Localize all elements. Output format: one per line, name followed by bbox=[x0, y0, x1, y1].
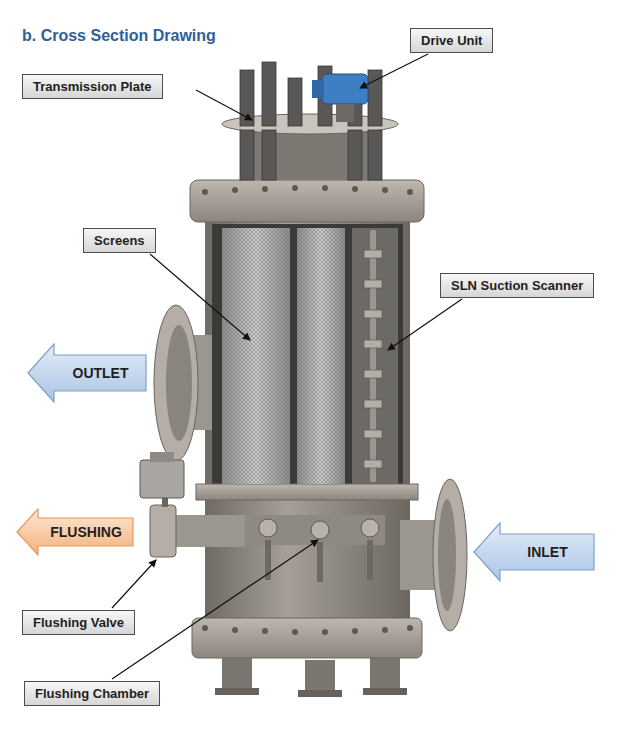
callout-label: SLN Suction Scanner bbox=[451, 278, 583, 293]
flow-label: FLUSHING bbox=[50, 524, 122, 540]
callout-label: Flushing Chamber bbox=[35, 686, 149, 701]
callout-box: Flushing Valve bbox=[22, 610, 135, 635]
legs bbox=[215, 655, 407, 697]
callout-label: Screens bbox=[94, 233, 145, 248]
flow-arrow: FLUSHING bbox=[16, 508, 134, 556]
suction-scanner bbox=[364, 230, 382, 482]
leader-line bbox=[360, 54, 428, 88]
inlet-pipe bbox=[400, 479, 467, 631]
vessel-body bbox=[192, 215, 422, 658]
drive-motor bbox=[312, 74, 368, 122]
flow-arrow: OUTLET bbox=[27, 343, 147, 403]
leader-line bbox=[150, 254, 250, 340]
callout-box: Flushing Chamber bbox=[24, 681, 160, 706]
leader-line bbox=[196, 90, 252, 120]
flushing-chamber bbox=[245, 515, 385, 582]
actuators bbox=[240, 62, 382, 180]
arrow-outline bbox=[474, 523, 594, 581]
callout-label: Drive Unit bbox=[421, 33, 482, 48]
outlet-pipe bbox=[154, 305, 212, 461]
callout-box: SLN Suction Scanner bbox=[440, 273, 594, 298]
callout-box: Drive Unit bbox=[410, 28, 493, 53]
arrow-outline bbox=[17, 509, 133, 555]
leader-line bbox=[388, 299, 462, 350]
callout-label: Transmission Plate bbox=[33, 79, 152, 94]
flushing-pipe bbox=[140, 452, 245, 557]
leader-line bbox=[112, 560, 156, 608]
callout-box: Transmission Plate bbox=[22, 74, 163, 99]
figure-title: b. Cross Section Drawing bbox=[22, 27, 216, 45]
top-flange bbox=[190, 130, 424, 222]
arrow-outline bbox=[28, 344, 146, 402]
flow-label: OUTLET bbox=[73, 365, 129, 381]
callout-box: Screens bbox=[83, 228, 156, 253]
leader-line bbox=[112, 540, 318, 679]
flow-arrow: INLET bbox=[473, 522, 595, 582]
flow-label: INLET bbox=[527, 544, 567, 560]
screens bbox=[222, 228, 398, 484]
callout-label: Flushing Valve bbox=[33, 615, 124, 630]
